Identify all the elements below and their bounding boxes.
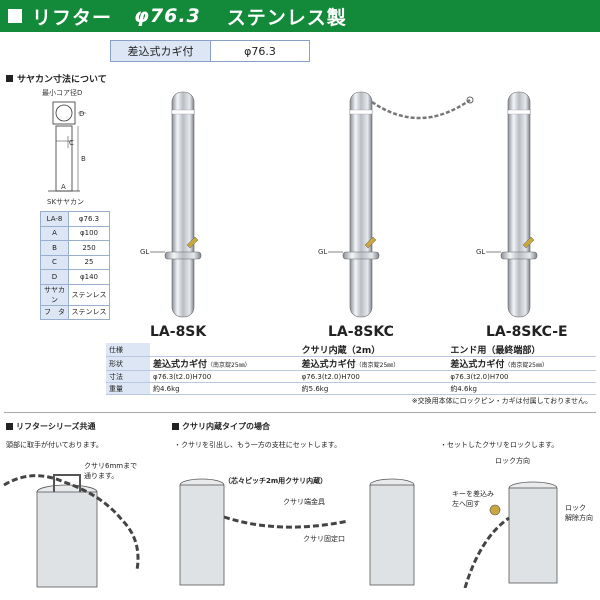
s2-text: ・クサリを引出し、もう一方の支柱にセットします。: [174, 441, 342, 449]
table-cell: 差込式カギ付（南京錠25㎜）: [447, 356, 596, 371]
s2-fix: クサリ固定口: [303, 535, 345, 543]
s3-release-1: ロック: [565, 504, 586, 512]
chain-illustration: [179, 478, 415, 586]
bottom-section-2-title-text: クサリ内蔵タイプの場合: [182, 422, 270, 431]
table-cell: サヤカン: [40, 283, 69, 306]
s3-release-2: 解除方向: [565, 514, 593, 522]
model-name-2: LA-8SKC: [328, 324, 394, 340]
dim-c-label: C: [69, 139, 74, 147]
header-square-icon: [8, 9, 22, 23]
bullet-square-icon: [6, 423, 13, 430]
model-name-1: LA-8SK: [150, 324, 207, 340]
dim-b-label: B: [81, 155, 86, 163]
dim-d-label: D: [79, 110, 84, 118]
bottom-section-1-title: リフターシリーズ共通: [6, 421, 95, 432]
page-header: リフター φ76.3 ステンレス製: [0, 0, 600, 32]
handle-illustration: [3, 474, 140, 588]
table-cell: 25: [68, 254, 110, 270]
lock-illustration: [463, 481, 558, 588]
shape-text: 差込式カギ付: [450, 360, 505, 370]
table-row: 形状 差込式カギ付（南京錠25㎜） 差込式カギ付（南京錠25㎜） 差込式カギ付（…: [106, 356, 596, 371]
table-cell: エンド用（最終端部）: [447, 343, 596, 357]
left-section-title: サヤカン寸法について: [6, 72, 107, 85]
bollard-la-8skc: [328, 91, 474, 318]
s1-text: 頭部に取手が付いております。: [6, 441, 103, 449]
header-title: リフター: [32, 6, 113, 29]
s1-callout-2: 通ります。: [84, 472, 119, 480]
gl-label-2: GL: [318, 248, 328, 256]
s2-pitch: （芯々ピッチ2m用クサリ内蔵）: [224, 477, 328, 485]
model-name-3: LA-8SKC-E: [486, 324, 568, 340]
table-cell: φ76.3(t2.0)H700: [150, 370, 299, 383]
table-cell: A: [40, 225, 69, 241]
table-cell: φ76.3: [68, 211, 110, 227]
table-cell: φ100: [68, 225, 110, 241]
bollards-illustration: [150, 91, 538, 318]
shape-text: 差込式カギ付: [301, 360, 356, 370]
s1-callout-1: クサリ6mmまで: [84, 462, 138, 470]
table-cell: 形状: [106, 356, 150, 371]
table-cell: 差込式カギ付（南京錠25㎜）: [150, 356, 299, 371]
lock-size: （南京錠25㎜）: [355, 362, 400, 369]
spec-table: 仕様 クサリ内蔵（2m） エンド用（最終端部） 形状 差込式カギ付（南京錠25㎜…: [106, 343, 596, 395]
left-section-title-text: サヤカン寸法について: [17, 75, 107, 85]
table-row: サヤカンステンレス: [40, 283, 110, 306]
bullet-square-icon: [172, 423, 179, 430]
s2-hook: クサリ端金具: [283, 498, 325, 506]
bollard-la-8sk: [150, 91, 202, 318]
spec-box: 差込式カギ付 φ76.3: [110, 40, 310, 62]
table-cell: φ76.3(t2.0)H700: [447, 370, 596, 383]
table-cell: 約4.6kg: [447, 382, 596, 395]
table-cell: ステンレス: [68, 304, 110, 320]
spec-key: 差込式カギ付: [111, 41, 211, 61]
header-material: ステンレス製: [226, 6, 347, 29]
s3-lock: ロック方向: [495, 457, 530, 465]
table-row: 重量 約4.6kg 約5.6kg 約4.6kg: [106, 382, 596, 395]
sleeve-diagram: D C B A: [48, 101, 86, 192]
s3-key-2: 左へ回す: [452, 500, 480, 508]
table-cell: 約4.6kg: [150, 382, 299, 395]
table-cell: 差込式カギ付（南京錠25㎜）: [298, 356, 448, 371]
bottom-section-1-title-text: リフターシリーズ共通: [16, 422, 96, 431]
table-cell: [150, 343, 299, 357]
table-cell: 250: [68, 240, 110, 256]
table-row: 寸法 φ76.3(t2.0)H700 φ76.3(t2.0)H700 φ76.3…: [106, 370, 596, 383]
table-cell: 重量: [106, 382, 150, 395]
divider: [4, 412, 596, 413]
table-row: フ タステンレス: [40, 304, 110, 320]
s3-key-1: キーを差込み: [452, 490, 494, 498]
core-label: 最小コア径D: [42, 89, 83, 97]
table-cell: 仕様: [106, 343, 150, 357]
gl-label-1: GL: [140, 248, 150, 256]
shape-text: 差込式カギ付: [153, 360, 208, 370]
lock-size: （南京錠25㎜）: [207, 362, 251, 369]
lock-size: （南京錠25㎜）: [504, 362, 548, 369]
table-cell: 約5.6kg: [298, 382, 448, 395]
bottom-section-2-title: クサリ内蔵タイプの場合: [172, 421, 270, 432]
header-diameter: φ76.3: [134, 5, 201, 27]
table-cell: ステンレス: [68, 283, 110, 306]
table-cell: 寸法: [106, 370, 150, 383]
bollard-la-8skc-e: [486, 91, 538, 318]
spec-value: φ76.3: [244, 44, 276, 58]
sk-label: SKサヤカン: [47, 198, 85, 206]
table-cell: クサリ内蔵（2m）: [298, 343, 448, 357]
s3-text: ・セットしたクサリをロックします。: [440, 441, 559, 449]
table-row: 仕様 クサリ内蔵（2m） エンド用（最終端部）: [106, 343, 596, 357]
table-cell: φ76.3(t2.0)H700: [298, 370, 448, 383]
gl-label-3: GL: [476, 248, 486, 256]
bullet-square-icon: [6, 75, 13, 82]
note: ※交換用本体にロックピン・カギは付属しておりません。: [411, 397, 592, 405]
dim-a-label: A: [61, 183, 66, 191]
